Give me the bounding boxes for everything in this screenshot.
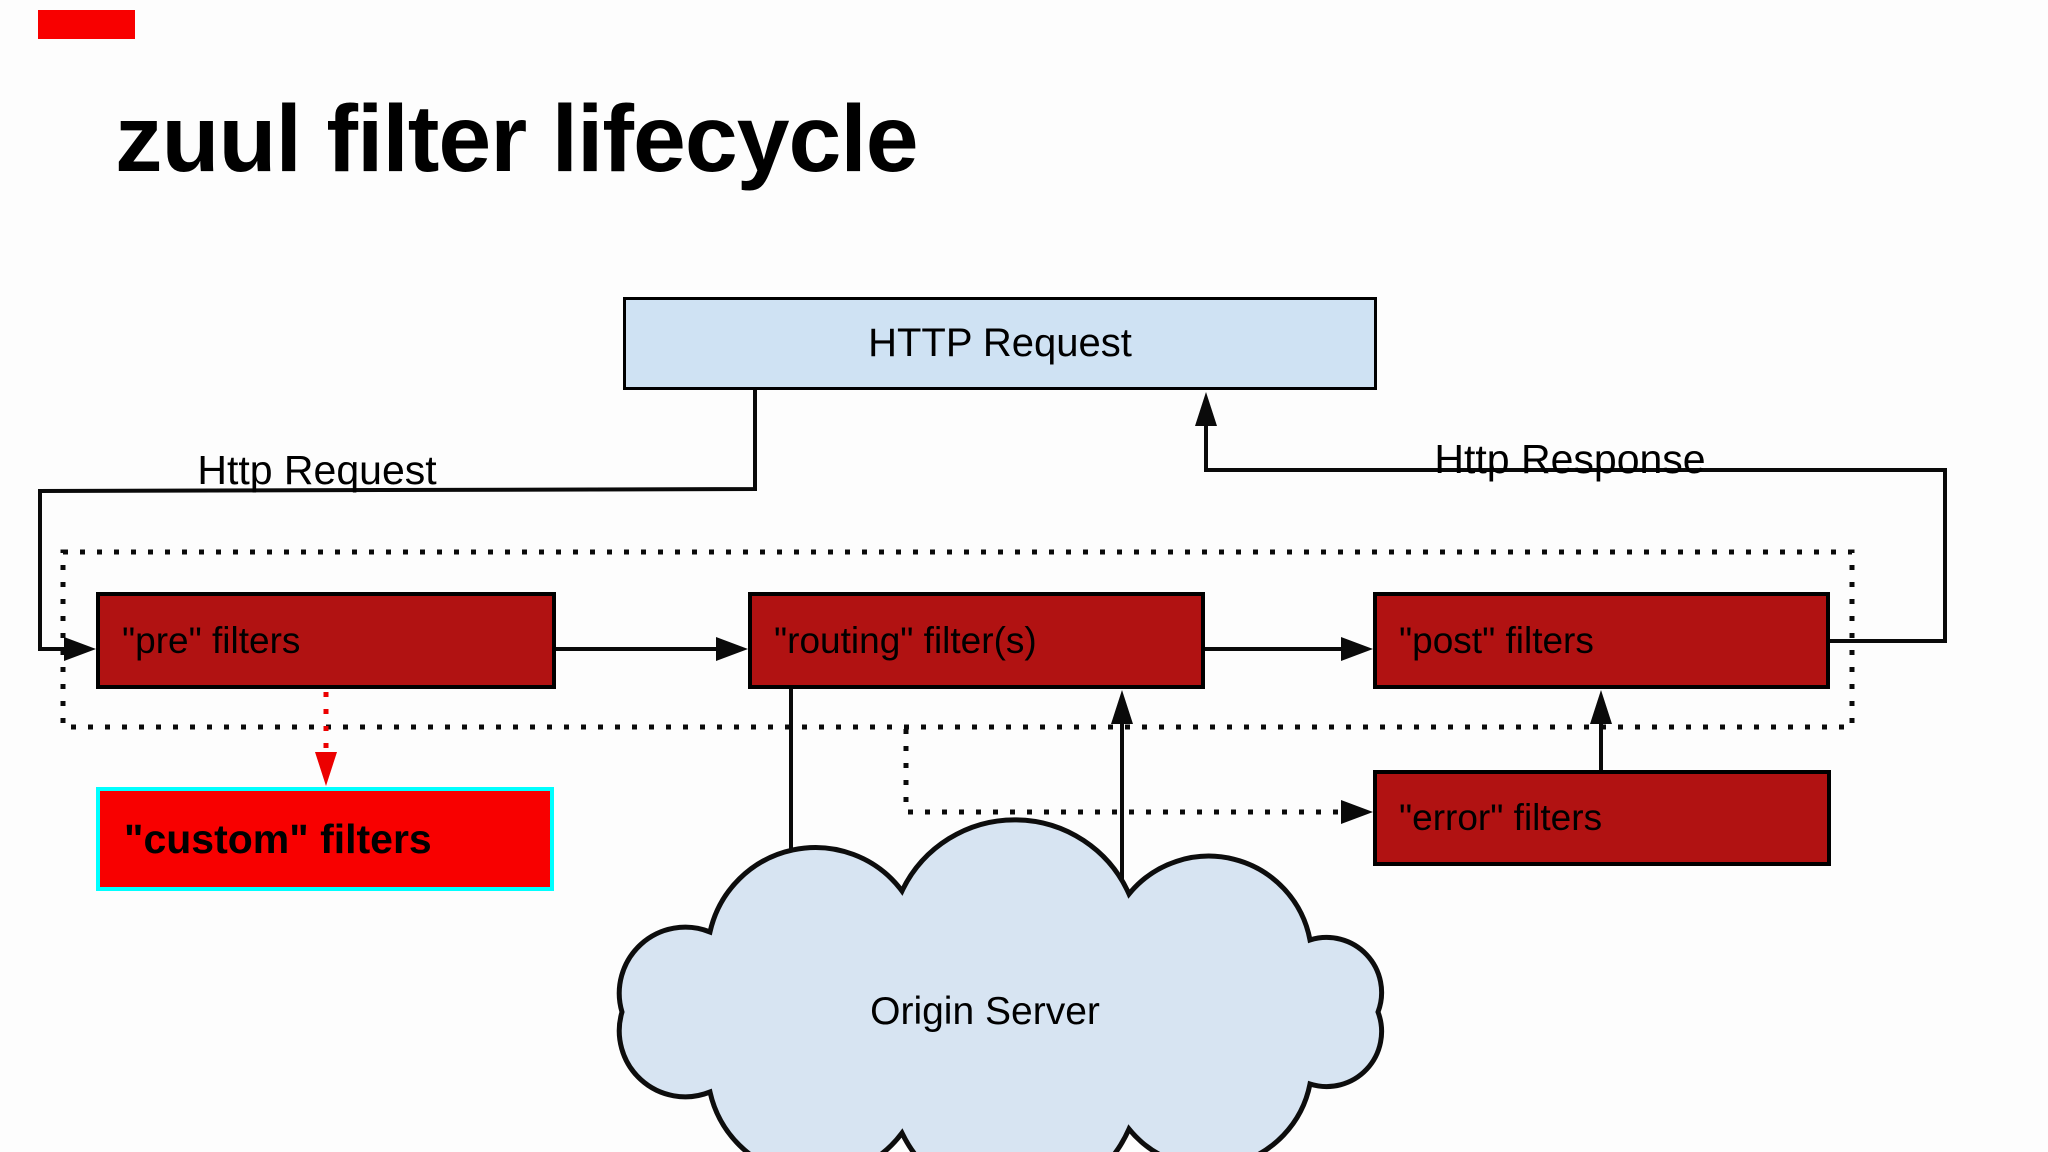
error-filters-label: "error" filters: [1399, 797, 1603, 838]
post-filters-box: "post" filters: [1373, 592, 1830, 689]
http-request-box: HTTP Request: [623, 297, 1377, 390]
pre-filters-label: "pre" filters: [122, 619, 301, 661]
origin-server-cloud: [616, 817, 1385, 1152]
arrowhead-into-pre: [64, 637, 96, 661]
http-request-edge-label: Http Request: [197, 447, 437, 493]
post-filters-label: "post" filters: [1399, 619, 1594, 661]
arrowhead-into-routing-bottom: [1111, 690, 1133, 724]
routing-filters-box: "routing" filter(s): [748, 592, 1205, 689]
arrowhead-into-http-request-box: [1195, 392, 1217, 426]
error-filters-box: "error" filters: [1373, 770, 1831, 866]
pre-filters-box: "pre" filters: [96, 592, 556, 689]
http-response-edge-label: Http Response: [1434, 436, 1706, 482]
http-response-connector-line: [1204, 420, 1947, 643]
routing-filters-label: "routing" filter(s): [774, 619, 1037, 661]
http-request-box-label: HTTP Request: [868, 321, 1132, 365]
red-arrowhead-into-custom: [315, 752, 337, 786]
arrowhead-into-error: [1341, 800, 1373, 824]
origin-server-label: Origin Server: [870, 990, 1100, 1033]
custom-filters-box: "custom" filters: [96, 787, 554, 891]
arrowhead-into-post: [1341, 637, 1373, 661]
page-title: zuul filter lifecycle: [115, 86, 919, 192]
dotted-path-to-error: [903, 729, 1344, 815]
custom-filters-label: "custom" filters: [124, 815, 432, 862]
red-marker-bar: [38, 10, 135, 39]
arrowhead-into-routing: [716, 637, 748, 661]
filter-chain-dotted-border: [60, 549, 1855, 730]
http-request-connector-line: [38, 390, 757, 651]
arrowhead-into-post-bottom: [1590, 690, 1612, 724]
